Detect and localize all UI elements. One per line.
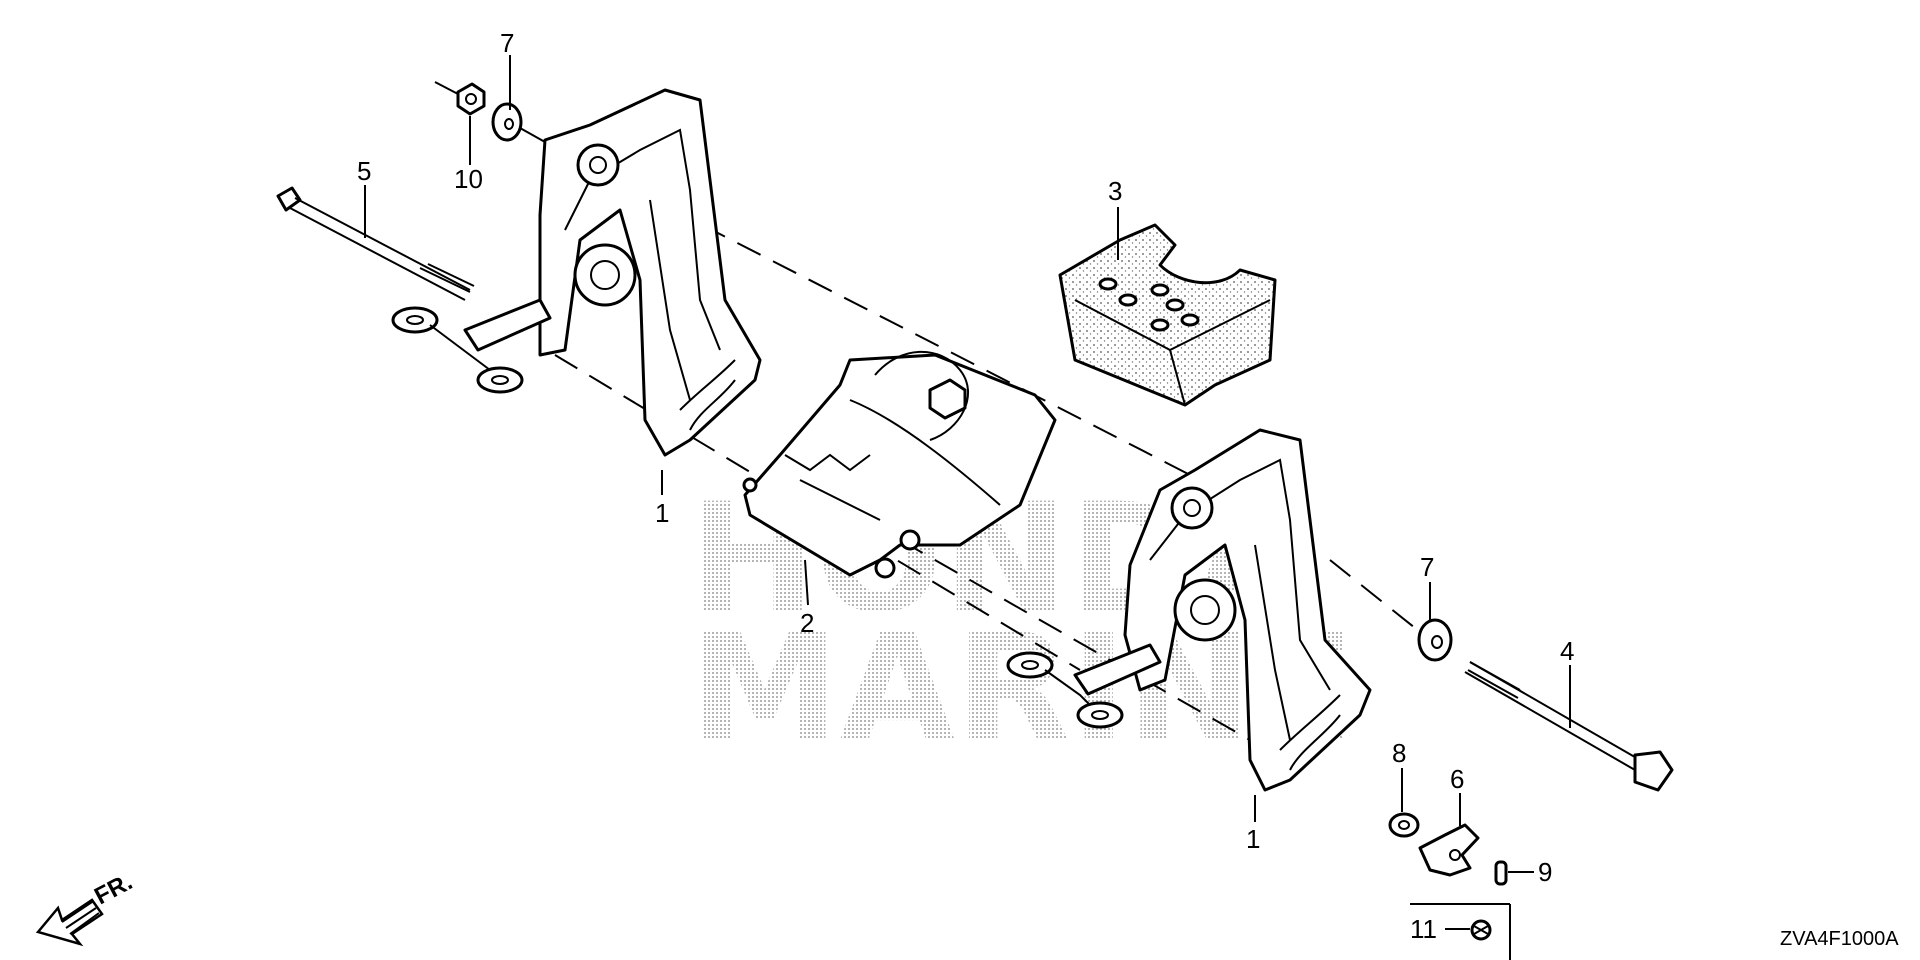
part-11-box	[1410, 903, 1511, 960]
direction-label: FR.	[90, 868, 137, 910]
diagram-code: ZVA4F1000A	[1780, 928, 1899, 950]
clamp-bracket-left	[538, 88, 762, 457]
callout-7-top: 7	[500, 28, 514, 58]
alignment-lines	[554, 169, 1431, 741]
callout-2: 2	[800, 608, 814, 638]
clamp-bracket-right	[1123, 428, 1372, 792]
callout-4: 4	[1560, 636, 1574, 666]
leader-lines	[364, 55, 1571, 930]
callout-6: 6	[1450, 764, 1464, 794]
callout-3: 3	[1108, 176, 1122, 206]
washer-part-7-right	[1417, 618, 1453, 662]
clamp-screw-left	[391, 298, 552, 394]
forward-arrow-icon: FR.	[35, 868, 137, 947]
washer-part-7-left	[491, 102, 523, 142]
callout-11: 11	[1410, 914, 1437, 944]
callout-10: 10	[454, 164, 483, 194]
washer-part-8	[1388, 812, 1420, 838]
callout-5: 5	[357, 156, 371, 186]
callout-labels: 7 10 5 1 2 3 4 7 8 6 1 9 11	[357, 28, 1574, 944]
bolt-part-4	[1464, 661, 1674, 792]
clamp-screw-right	[1006, 643, 1162, 729]
nut-part-10	[456, 82, 486, 116]
callout-9: 9	[1538, 857, 1552, 887]
wing-nut-part-6	[1418, 823, 1480, 877]
callout-1-left: 1	[655, 498, 669, 528]
callout-7-right: 7	[1420, 552, 1434, 582]
callout-1-right: 1	[1246, 824, 1260, 854]
pin-part-9	[1494, 860, 1508, 886]
anode-part-3	[1058, 223, 1277, 407]
bolt-part-5	[276, 186, 475, 301]
callout-8: 8	[1392, 738, 1406, 768]
swivel-case-part-2	[742, 350, 1057, 579]
